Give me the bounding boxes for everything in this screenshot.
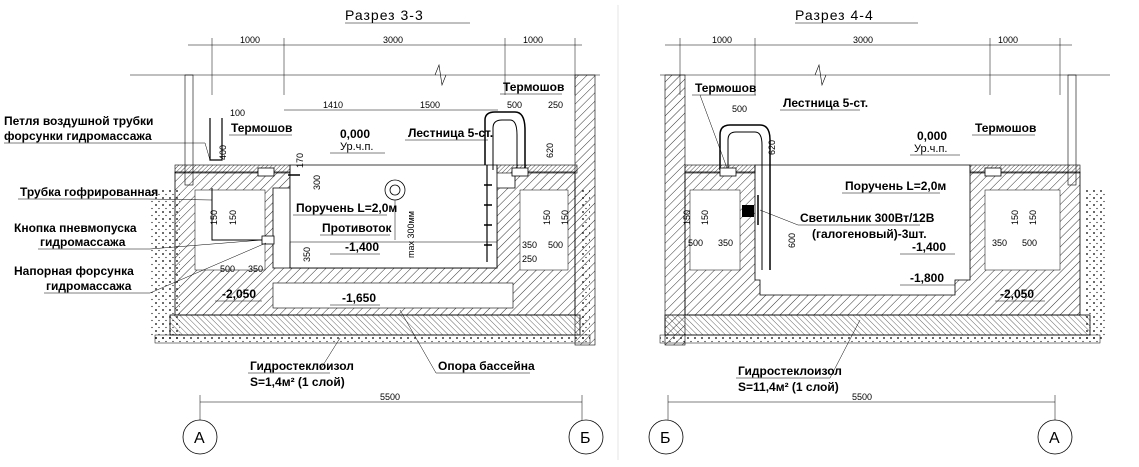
svg-text:150: 150 [1028, 210, 1038, 225]
label-support: Опора бассейна [438, 359, 535, 373]
label-waterproof: Гидростеклоизол [250, 359, 354, 373]
section-3-3: Разрез 3-3 1000 3000 1000 1410 1500 500 … [4, 7, 604, 455]
axis-marker [1037, 419, 1073, 455]
dim-5500: 5500 [380, 392, 400, 402]
section-title: Разрез 3-3 [345, 7, 424, 23]
svg-text:1000: 1000 [998, 35, 1018, 45]
svg-text:Ур.ч.п.: Ур.ч.п. [914, 143, 947, 155]
svg-text:620: 620 [767, 140, 777, 155]
dim-1500: 1500 [420, 100, 440, 110]
label-handrail: Поручень L=2,0м [845, 179, 946, 193]
svg-text:150: 150 [542, 210, 552, 225]
svg-text:400: 400 [218, 145, 228, 160]
dim-3000: 3000 [383, 35, 403, 45]
label-button2: гидромассажа [40, 235, 126, 249]
dim-100: 100 [230, 108, 245, 118]
svg-text:5500: 5500 [852, 392, 872, 402]
svg-text:-1,800: -1,800 [910, 271, 944, 285]
section-4-4: Разрез 4-4 1000 3000 1000 500 62 [648, 7, 1110, 455]
svg-text:350: 350 [992, 238, 1007, 248]
svg-text:150: 150 [700, 210, 710, 225]
svg-text:-2,050: -2,050 [1000, 287, 1034, 301]
svg-text:150: 150 [1010, 210, 1020, 225]
svg-text:350: 350 [522, 240, 537, 250]
label-nozzle: Напорная форсунка [14, 264, 134, 278]
label-waterproof: Гидростеклоизол [738, 364, 842, 378]
label-termoshov-1: Термошов [695, 81, 756, 95]
label-lamp2: (галогеновый)-3шт. [812, 227, 927, 241]
label-termoshov-2: Термошов [975, 121, 1036, 135]
svg-text:500: 500 [1022, 238, 1037, 248]
svg-text:max 300мм: max 300мм [406, 211, 416, 258]
label-handrail: Поручень L=2,0м [296, 201, 397, 215]
svg-text:300: 300 [312, 175, 322, 190]
label-area: S=11,4м² (1 слой) [738, 380, 839, 394]
label-loop: Петля воздушной трубки [4, 114, 153, 128]
dim-500: 500 [507, 100, 522, 110]
svg-text:150: 150 [209, 210, 219, 225]
svg-text:350: 350 [718, 238, 733, 248]
label-ladder: Лестница 5-ст. [408, 126, 493, 140]
svg-text:150: 150 [682, 210, 692, 225]
label-termoshov-2: Термошов [503, 80, 564, 94]
label-area: S=1,4м² (1 слой) [250, 375, 345, 389]
axis-marker [648, 419, 684, 455]
svg-text:1000: 1000 [712, 35, 732, 45]
svg-text:500: 500 [220, 264, 235, 274]
label-tube: Трубка гофрированная [20, 185, 158, 199]
svg-text:600: 600 [787, 233, 797, 248]
svg-text:350: 350 [248, 264, 263, 274]
level-1400: -1,400 [345, 240, 379, 254]
level-1650: -1,650 [342, 291, 376, 305]
svg-text:500: 500 [688, 238, 703, 248]
svg-text:3000: 3000 [853, 35, 873, 45]
counterflow-icon [384, 179, 406, 201]
svg-text:350: 350 [302, 247, 312, 262]
dim-250: 250 [548, 100, 563, 110]
label-nozzle2: гидромассажа [46, 279, 132, 293]
label-loop2: форсунки гидромассажа [4, 129, 152, 143]
svg-text:0,000: 0,000 [917, 129, 947, 143]
label-ladder: Лестница 5-ст. [783, 96, 868, 110]
svg-text:620: 620 [545, 143, 555, 158]
svg-text:500: 500 [548, 240, 563, 250]
label-counterflow: Противоток [322, 221, 393, 235]
section-title: Разрез 4-4 [795, 7, 874, 23]
svg-text:Б: Б [660, 430, 671, 447]
dim-1000-left: 1000 [240, 35, 260, 45]
svg-text:150: 150 [228, 210, 238, 225]
svg-text:-1,400: -1,400 [912, 240, 946, 254]
level-0: 0,000 [340, 127, 370, 141]
label-button: Кнопка пневмопуска [14, 221, 137, 235]
axis-marker [568, 419, 604, 455]
dim-1410: 1410 [323, 100, 343, 110]
label-lamp: Светильник 300Вт/12В [800, 211, 935, 225]
dim-1000-right: 1000 [523, 35, 543, 45]
svg-text:500: 500 [732, 104, 747, 114]
svg-text:150: 150 [560, 210, 570, 225]
lamp-icon [742, 205, 754, 217]
level-2050: -2,050 [222, 287, 256, 301]
svg-text:Б: Б [580, 430, 591, 447]
level-water: Ур.ч.п. [340, 141, 373, 153]
svg-text:250: 250 [522, 254, 537, 264]
label-termoshov-1: Термошов [231, 121, 292, 135]
axis-marker [182, 419, 218, 455]
svg-text:170: 170 [295, 153, 305, 168]
svg-text:А: А [1049, 430, 1060, 447]
svg-text:А: А [194, 430, 205, 447]
